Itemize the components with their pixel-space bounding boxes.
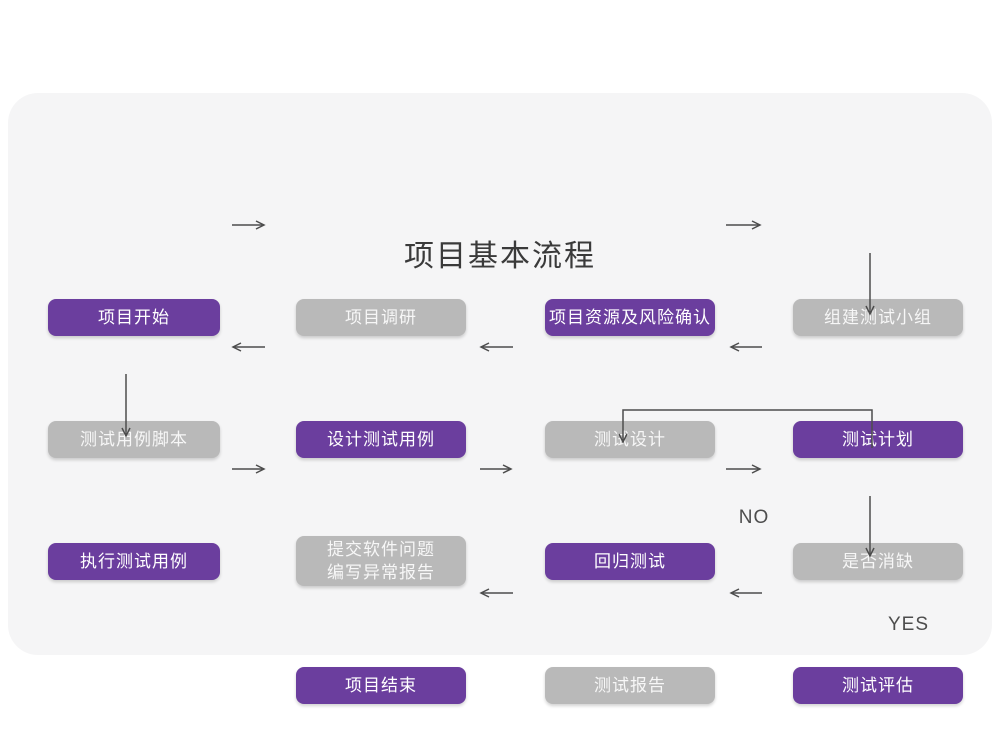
- node-test-evaluation: 测试评估: [793, 667, 963, 704]
- edge-label-no: NO: [738, 507, 770, 528]
- node-project-start: 项目开始: [48, 299, 220, 336]
- node-project-research: 项目调研: [296, 299, 466, 336]
- node-defect-cleared-check: 是否消缺: [793, 543, 963, 580]
- edge-label-yes: YES: [888, 614, 930, 635]
- node-design-test-cases: 设计测试用例: [296, 421, 466, 458]
- node-test-report: 测试报告: [545, 667, 715, 704]
- node-execute-test-cases: 执行测试用例: [48, 543, 220, 580]
- node-test-design: 测试设计: [545, 421, 715, 458]
- node-build-test-team: 组建测试小组: [793, 299, 963, 336]
- node-label-line1: 提交软件问题: [327, 540, 435, 559]
- node-test-plan: 测试计划: [793, 421, 963, 458]
- node-label-line2: 编写异常报告: [327, 563, 435, 582]
- node-submit-issues-write-report: 提交软件问题 编写异常报告: [296, 536, 466, 586]
- node-test-case-script: 测试用例脚本: [48, 421, 220, 458]
- node-project-end: 项目结束: [296, 667, 466, 704]
- diagram-title: 项目基本流程: [404, 240, 596, 273]
- flowchart-card: 项目基本流程 项目开始 项目调研 项目资源及风险确认 组建测试小组 测试计划 测…: [8, 93, 992, 704]
- node-resources-and-risk: 项目资源及风险确认: [545, 299, 715, 336]
- node-regression-test: 回归测试: [545, 543, 715, 580]
